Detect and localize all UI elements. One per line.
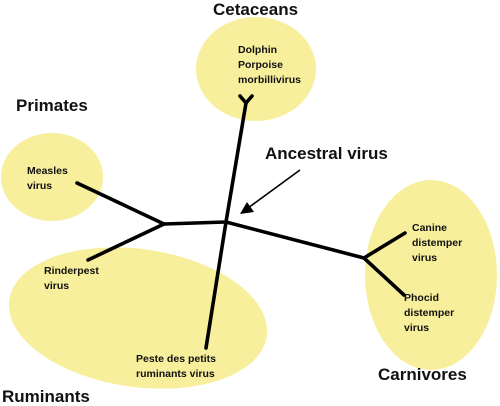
ppr-virus-label: Peste des petits ruminants virus <box>136 353 219 380</box>
tree-branches <box>75 94 407 350</box>
ancestral-virus-label: Ancestral virus <box>265 144 388 163</box>
branch-root-to-node <box>162 220 228 226</box>
branch-rinderpest <box>86 222 166 262</box>
branch-phocid <box>362 256 406 297</box>
branch-cetaceans-porpoise <box>244 94 254 105</box>
cetaceans-highlight <box>196 17 316 121</box>
carnivores-highlight <box>365 180 497 370</box>
branch-canine <box>362 231 407 260</box>
primates-label: Primates <box>16 96 88 115</box>
branch-measles <box>75 181 166 226</box>
carnivores-label: Carnivores <box>378 365 467 384</box>
primates-highlight <box>1 133 103 221</box>
branch-carnivores <box>224 220 366 260</box>
cetacean-virus-label: Dolphin Porpoise morbillivirus <box>238 44 301 86</box>
ruminants-label: Ruminants <box>2 387 90 406</box>
canine-distemper-virus-label: Canine distemper virus <box>412 222 465 264</box>
ruminants-highlight <box>8 247 268 389</box>
ancestral-arrow <box>240 169 301 214</box>
branch-cetaceans <box>224 101 248 224</box>
cetaceans-label: Cetaceans <box>213 0 298 19</box>
rinderpest-virus-label: Rinderpest virus <box>44 265 102 292</box>
phocid-distemper-virus-label: Phocid distemper virus <box>404 292 457 334</box>
measles-virus-label: Measles virus <box>27 165 71 192</box>
branch-ppr <box>204 220 228 350</box>
